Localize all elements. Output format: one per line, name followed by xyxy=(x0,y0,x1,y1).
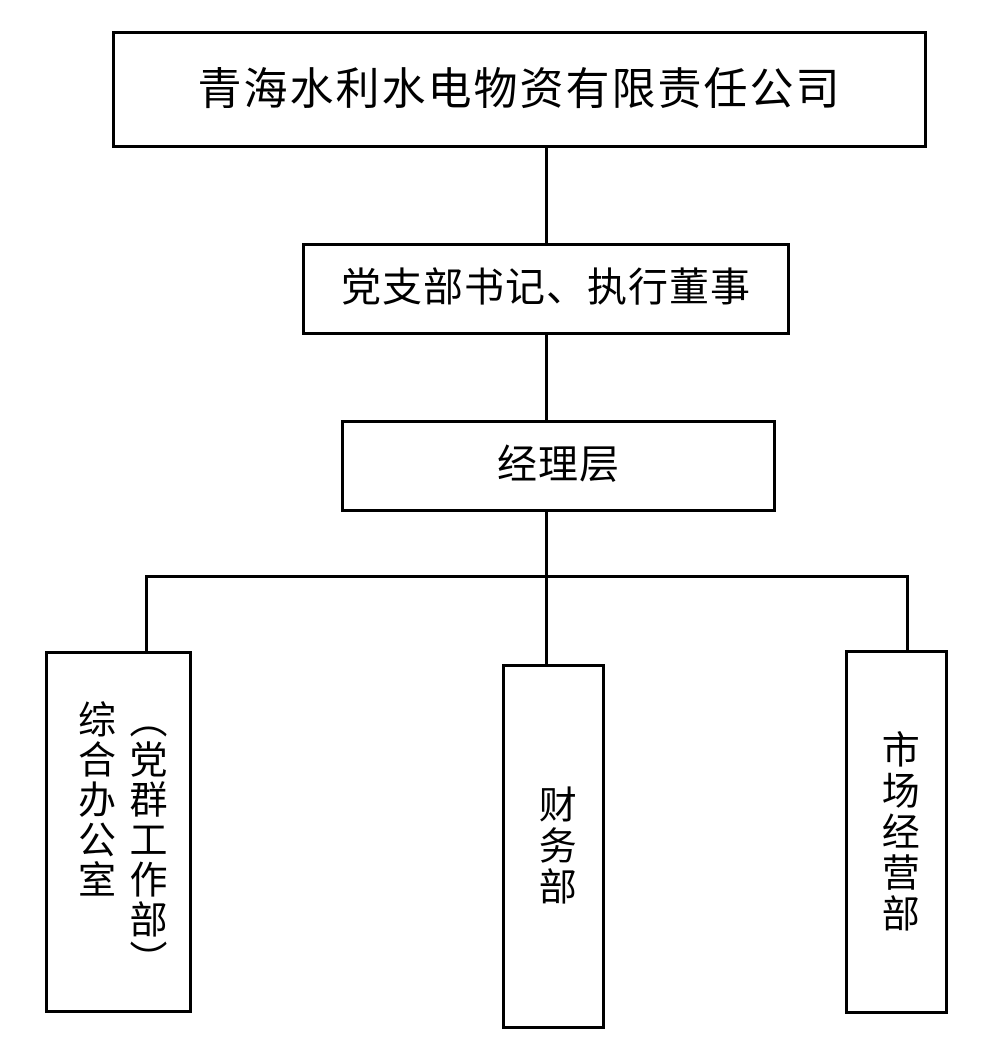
node-finance-department[interactable]: 财务部 xyxy=(502,664,605,1029)
node-party-secretary-executive-director-label: 党支部书记、执行董事 xyxy=(341,265,751,312)
node-party-secretary-executive-director[interactable]: 党支部书记、执行董事 xyxy=(302,243,790,335)
connector-bus-to-office xyxy=(145,575,148,651)
connector-company-to-secretary xyxy=(545,148,548,243)
node-general-office-label-paren: （党群工作部） xyxy=(123,700,167,980)
connector-bus-to-finance xyxy=(545,575,548,664)
node-company-label: 青海水利水电物资有限责任公司 xyxy=(197,63,842,115)
node-finance-department-label: 财务部 xyxy=(532,785,577,908)
node-management-layer[interactable]: 经理层 xyxy=(341,420,776,512)
node-market-operations-department[interactable]: 市场经营部 xyxy=(845,650,948,1014)
node-general-office-columns: （党群工作部） 综合办公室 xyxy=(69,654,168,1010)
connector-management-to-bus xyxy=(545,512,548,577)
connector-secretary-to-management xyxy=(545,335,548,420)
node-general-office-label-main: 综合办公室 xyxy=(71,700,116,900)
node-management-layer-label: 经理层 xyxy=(497,442,620,489)
node-company[interactable]: 青海水利水电物资有限责任公司 xyxy=(112,31,927,148)
node-general-office[interactable]: （党群工作部） 综合办公室 xyxy=(45,651,192,1013)
node-market-operations-department-label: 市场经营部 xyxy=(875,729,920,935)
connector-horizontal-bus xyxy=(146,575,909,578)
connector-bus-to-market xyxy=(906,575,909,650)
